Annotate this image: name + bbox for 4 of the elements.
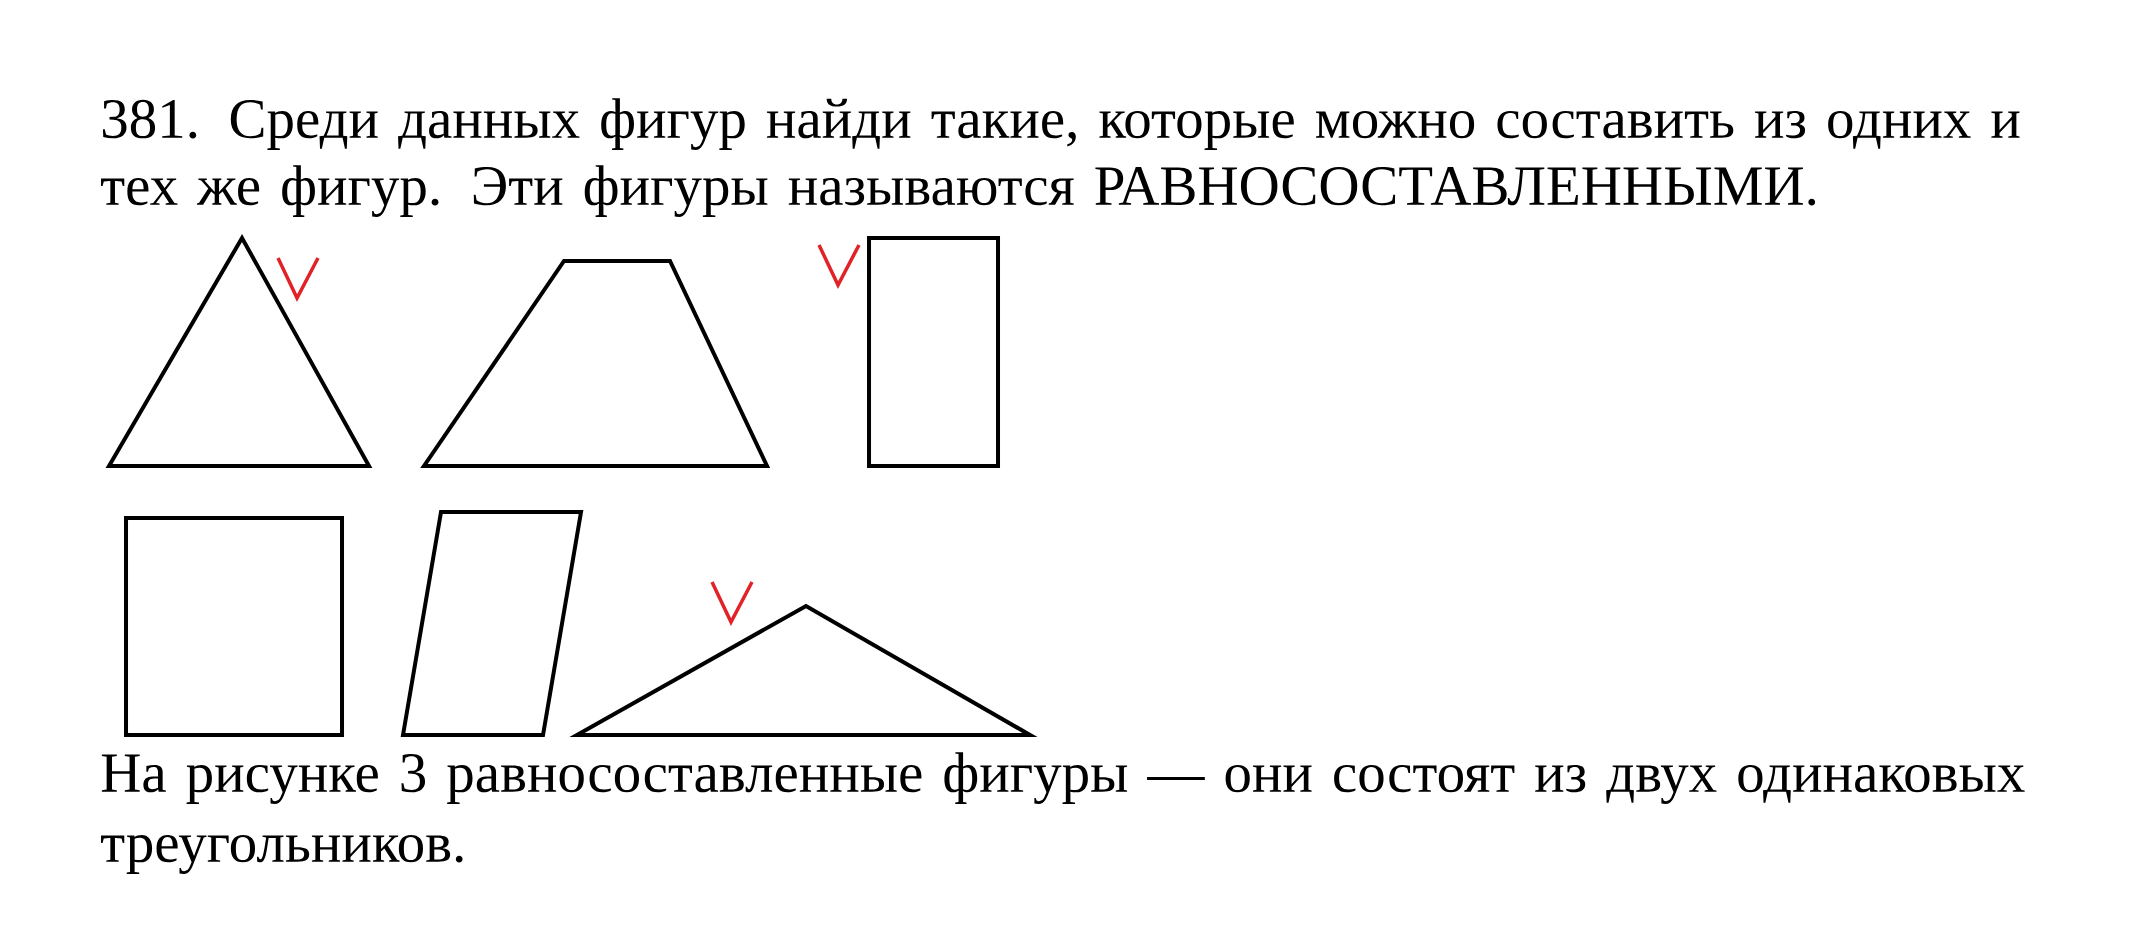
rectangle-drawing [867, 236, 1000, 468]
answer-text: На рисунке 3 равносоставленные фигуры — они состоят из двух одинаковых треугольников. [101, 752, 2025, 875]
task-text: 381. Среди данных фигур найди такие, которые можно составить из одних и тех же фигур. Эти фигуры называются РАВНОСОСТАВЛЕННЫМИ. [101, 98, 2020, 218]
square-drawing [124, 516, 344, 737]
